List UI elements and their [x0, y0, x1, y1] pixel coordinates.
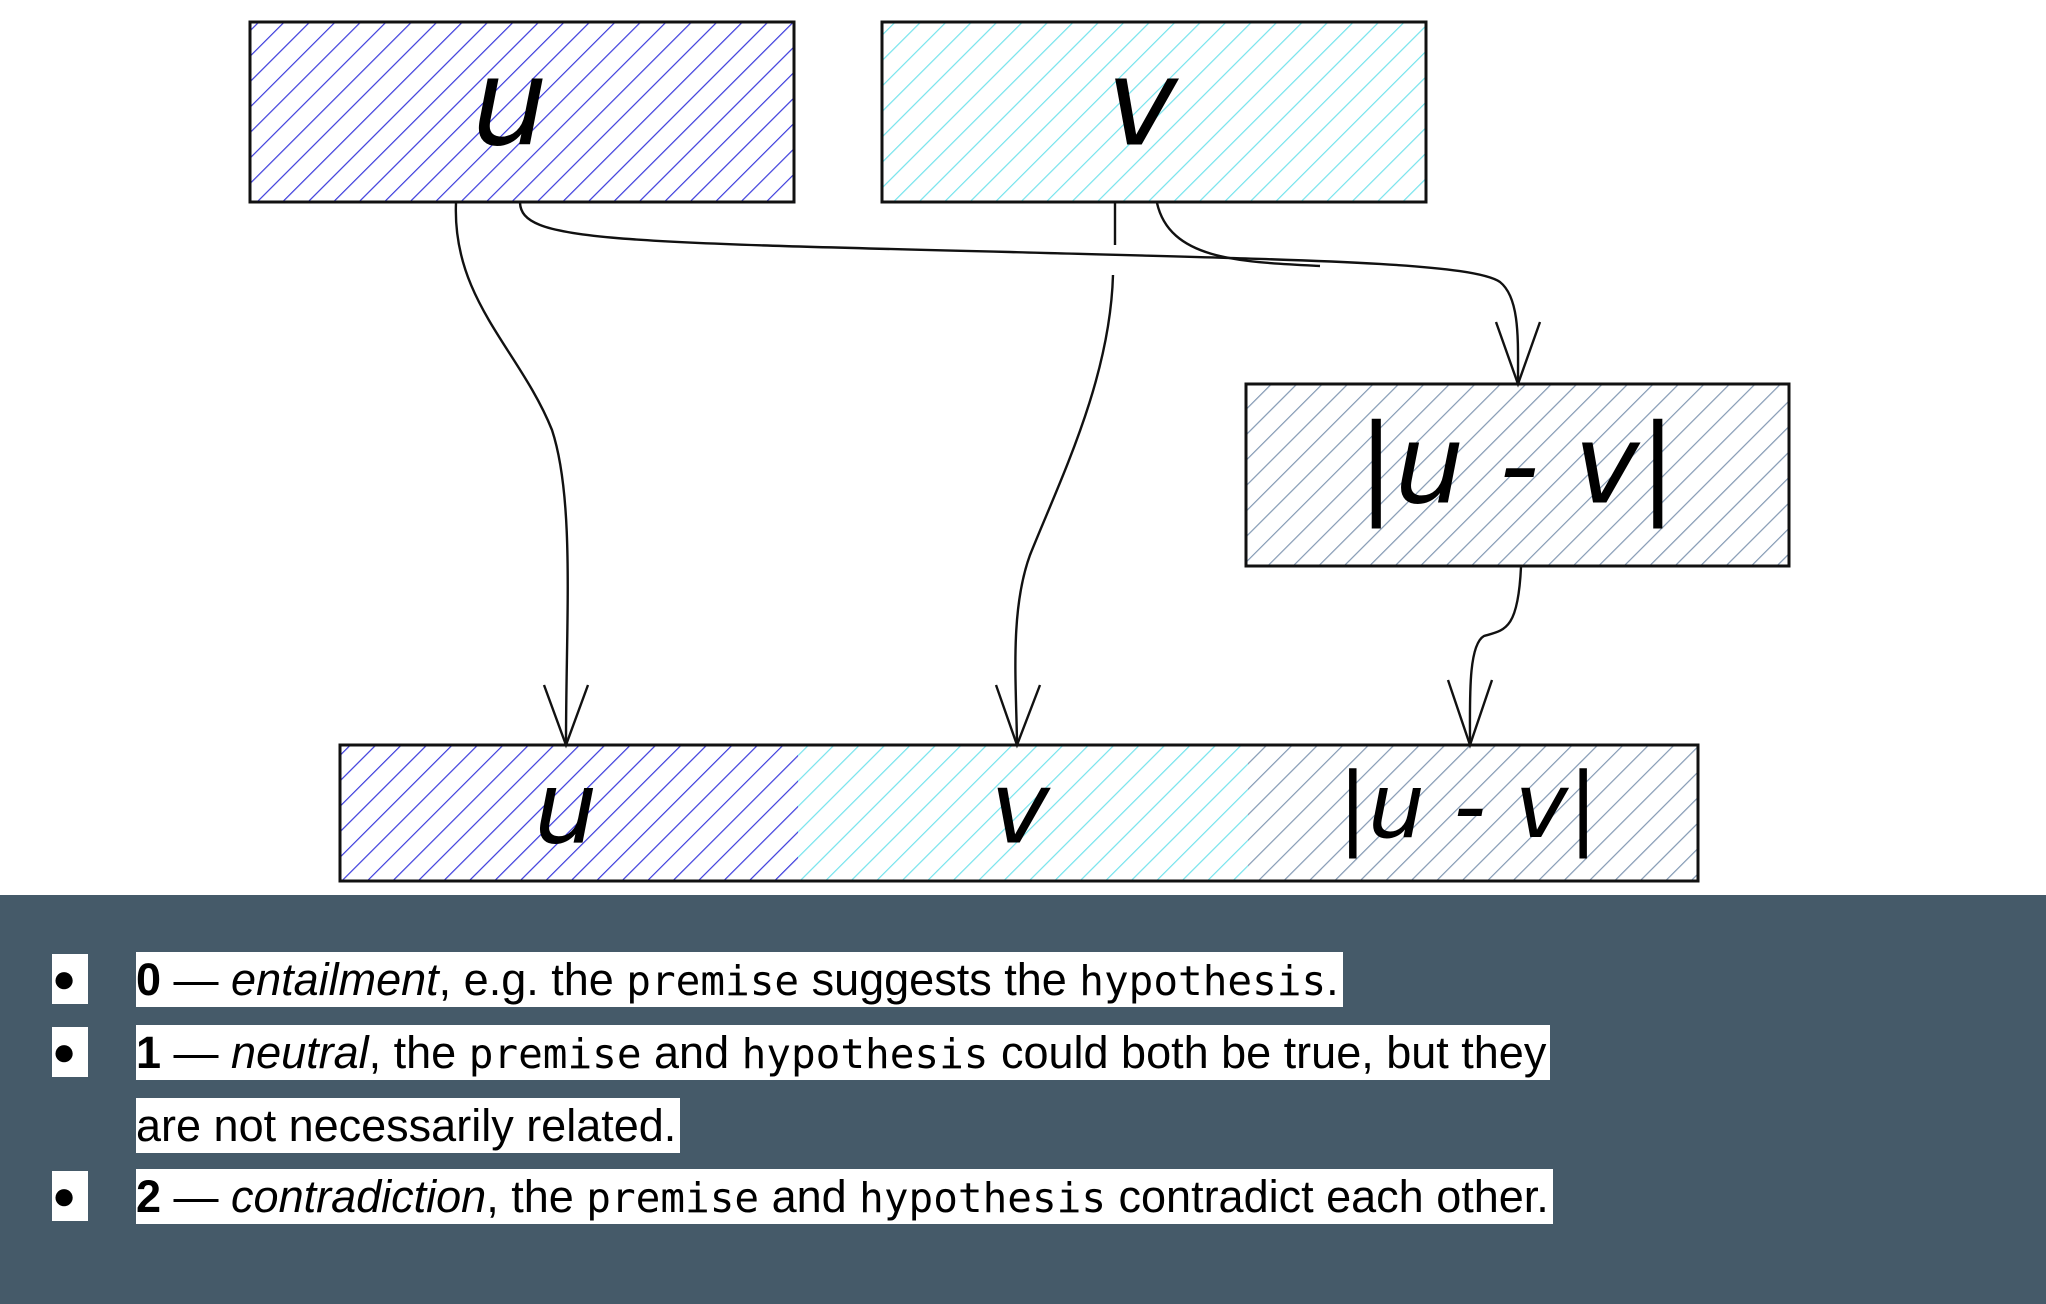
- v-vector-box: v: [880, 20, 1428, 204]
- label-number: 1: [136, 1027, 162, 1078]
- list-item: ● 1 — neutral, the premise and hypothesi…: [52, 1017, 1606, 1161]
- label-number: 0: [136, 954, 162, 1005]
- code-premise: premise: [586, 1174, 760, 1222]
- concat-u-label: u: [534, 749, 597, 866]
- label-text-part: , e.g. the: [438, 954, 627, 1005]
- list-item: ● 2 — contradiction, the premise and hyp…: [52, 1161, 1556, 1234]
- label-name: entailment: [231, 954, 439, 1005]
- arrow-v-to-diff: [1155, 202, 1321, 268]
- label-name: contradiction: [231, 1171, 487, 1222]
- label-notes-panel: ● 0 — entailment, e.g. the premise sugge…: [0, 895, 2046, 1304]
- code-premise: premise: [468, 1030, 642, 1078]
- abs-difference-box: |u - v|: [1244, 382, 1791, 568]
- arrow-u-to-diff: [518, 202, 1520, 383]
- label-text-part: contradict each other.: [1106, 1171, 1549, 1222]
- concat-v-label: v: [990, 749, 1051, 866]
- label-text: 1 — neutral, the premise and hypothesis …: [136, 1025, 1551, 1153]
- label-list: ● 0 — entailment, e.g. the premise sugge…: [52, 944, 1606, 1234]
- label-name: neutral: [231, 1027, 369, 1078]
- label-text-part: .: [1326, 954, 1339, 1005]
- label-text: 0 — entailment, e.g. the premise suggest…: [136, 952, 1343, 1007]
- list-item: ● 0 — entailment, e.g. the premise sugge…: [52, 944, 1606, 1017]
- concatenated-vector-box: u v |u - v|: [338, 743, 1700, 883]
- arrow-u-to-concat: [454, 202, 569, 743]
- label-dash: —: [161, 954, 232, 1005]
- bullet-icon: ●: [52, 954, 88, 1004]
- label-text-part: could both be true, but they are not nec…: [136, 1027, 1547, 1151]
- arrow-diff-to-concat: [1468, 566, 1523, 743]
- label-text-part: and: [759, 1171, 860, 1222]
- label-dash: —: [161, 1027, 232, 1078]
- code-hypothesis: hypothesis: [1079, 957, 1327, 1005]
- bullet-icon: ●: [52, 1171, 88, 1221]
- connector-arrows: [454, 202, 1542, 749]
- abs-difference-label: |u - v|: [1358, 400, 1677, 529]
- code-hypothesis: hypothesis: [859, 1174, 1107, 1222]
- label-text: 2 — contradiction, the premise and hypot…: [136, 1169, 1553, 1224]
- label-dash: —: [161, 1171, 232, 1222]
- v-vector-label: v: [1106, 35, 1179, 174]
- label-number: 2: [136, 1171, 162, 1222]
- u-vector-label: u: [472, 35, 548, 174]
- diagram-canvas: u v |u - v| u v |u - v|: [248, 20, 1791, 883]
- label-text-part: and: [641, 1027, 742, 1078]
- concat-diff-label: |u - v|: [1338, 754, 1599, 859]
- bullet-icon: ●: [52, 1027, 88, 1077]
- label-text-part: suggests the: [799, 954, 1080, 1005]
- label-text-part: , the: [368, 1027, 469, 1078]
- code-premise: premise: [626, 957, 800, 1005]
- code-hypothesis: hypothesis: [741, 1030, 989, 1078]
- label-text-part: , the: [486, 1171, 587, 1222]
- u-vector-box: u: [248, 20, 796, 204]
- arrow-v-to-concat: [1014, 203, 1117, 743]
